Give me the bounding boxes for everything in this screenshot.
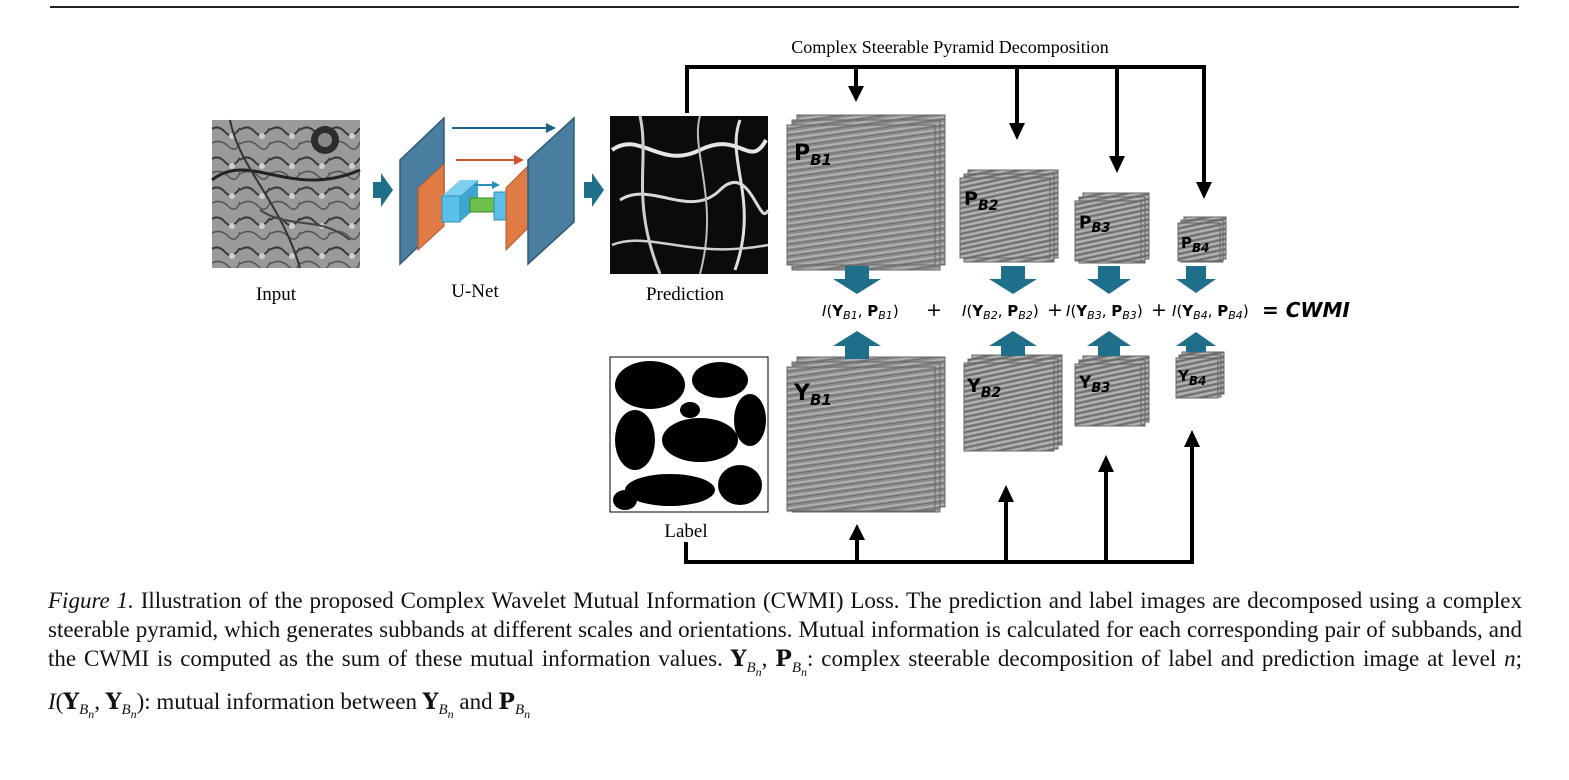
cwmi-result: = CWMI [1262, 298, 1350, 322]
caption-sub-b: B [79, 702, 89, 719]
arrow-down-b2 [1009, 123, 1025, 140]
unet-diagram [399, 116, 575, 266]
caption-paren-close: ) [136, 688, 145, 714]
caption-definition-1: : complex steerable decomposition of lab… [806, 646, 1505, 671]
caption-main-text: Illustration of the proposed Complex Wav… [48, 588, 1522, 671]
plus-2: + [1047, 299, 1063, 321]
label-band-label-b2: YB2 [966, 375, 1001, 401]
caption-comma: , [761, 646, 776, 671]
caption-sub-b: B [746, 659, 756, 676]
caption-level-n: n [1504, 646, 1516, 671]
caption-sub-b: B [438, 702, 448, 719]
caption-sub-n: n [524, 707, 531, 722]
label-subband-b1 [786, 356, 946, 513]
mi-term-b1: I(YB1, PB1) [822, 302, 899, 322]
prediction-label: Prediction [646, 284, 725, 305]
label-subband-b4 [1175, 351, 1225, 399]
label-band-label-b3: YB3 [1078, 373, 1110, 396]
caption-sub-n: n [130, 707, 137, 722]
caption-sym-p: P [498, 688, 515, 715]
arrow-unet-to-prediction [584, 173, 604, 207]
label-image-label: Label [664, 521, 707, 542]
plus-3: + [1151, 299, 1167, 321]
mi-arrow-down-b2 [989, 266, 1037, 294]
input-image [211, 119, 361, 269]
arrow-up-b2 [998, 485, 1014, 502]
caption-sym-p: P [775, 646, 792, 672]
caption-and: and [453, 688, 499, 714]
mi-arrow-up-b3 [1087, 331, 1131, 356]
mi-arrow-up-b1 [833, 331, 881, 359]
plus-1: + [926, 299, 942, 321]
prediction-image [610, 115, 770, 275]
arrow-down-b1 [848, 86, 864, 102]
input-label: Input [256, 284, 297, 305]
caption-sub-n: n [800, 664, 807, 679]
caption-sub-b: B [791, 659, 801, 676]
mi-term-b2: I(YB2, PB2) [962, 302, 1039, 322]
arrow-up-b4 [1184, 430, 1200, 447]
caption-paren-open: ( [55, 688, 64, 714]
bottom-connector [684, 445, 1194, 564]
mi-arrow-up-b2 [989, 331, 1037, 356]
label-image [609, 356, 769, 513]
pred-band-label-b3: PB3 [1079, 213, 1110, 236]
caption-sym-y: Y [105, 688, 122, 715]
caption-sub-n: n [88, 707, 95, 722]
caption-semicolon: ; [1515, 646, 1523, 671]
arrow-up-b3 [1098, 455, 1114, 472]
pred-subband-b1 [786, 114, 946, 271]
decomposition-title: Complex Steerable Pyramid Decomposition [791, 37, 1108, 57]
mi-arrow-down-b3 [1087, 266, 1131, 294]
caption-sym-y: Y [422, 688, 439, 715]
cwmi-figure: Input U-Net Prediction [211, 37, 1350, 564]
mi-arrow-down-b4 [1176, 266, 1216, 293]
unet-label: U-Net [451, 281, 499, 302]
caption-comma: , [94, 688, 106, 714]
mi-arrow-down-b1 [833, 266, 881, 294]
caption-sub-n: n [447, 707, 454, 722]
arrow-down-b3 [1109, 156, 1125, 173]
top-connector [685, 65, 1206, 184]
mi-arrow-up-b4 [1176, 332, 1216, 352]
caption-sub-b: B [514, 702, 525, 719]
top-rule [50, 6, 1519, 8]
mi-arrows [833, 266, 1216, 359]
pred-subband-b3 [1074, 192, 1150, 264]
label-subband-b3 [1074, 355, 1150, 427]
arrow-input-to-unet [373, 173, 393, 207]
mi-term-b3: I(YB3, PB3) [1066, 302, 1143, 322]
arrow-up-b1 [849, 524, 865, 540]
caption-sym-i: I [48, 688, 56, 714]
mi-term-b4: I(YB4, PB4) [1172, 302, 1249, 322]
caption-definition-2: : mutual information between [144, 688, 423, 714]
figure-caption: Figure 1. Illustration of the proposed C… [48, 586, 1522, 729]
label-subband-b2 [963, 354, 1063, 452]
figure-number: Figure 1. [48, 588, 134, 613]
caption-sym-y: Y [730, 646, 747, 672]
caption-sym-y: Y [63, 688, 80, 715]
pred-band-label-b4: PB4 [1181, 234, 1210, 255]
caption-sub-b: B [121, 702, 131, 719]
pred-subband-b2 [959, 169, 1059, 263]
caption-sub-n: n [755, 664, 762, 679]
arrow-down-b4 [1196, 182, 1212, 199]
label-band-label-b4: YB4 [1177, 367, 1206, 388]
pred-band-label-b2: PB2 [964, 188, 998, 214]
pred-band-label-b1: PB1 [794, 141, 832, 169]
pred-subband-b4 [1177, 216, 1227, 263]
label-band-label-b1: YB1 [793, 381, 832, 409]
